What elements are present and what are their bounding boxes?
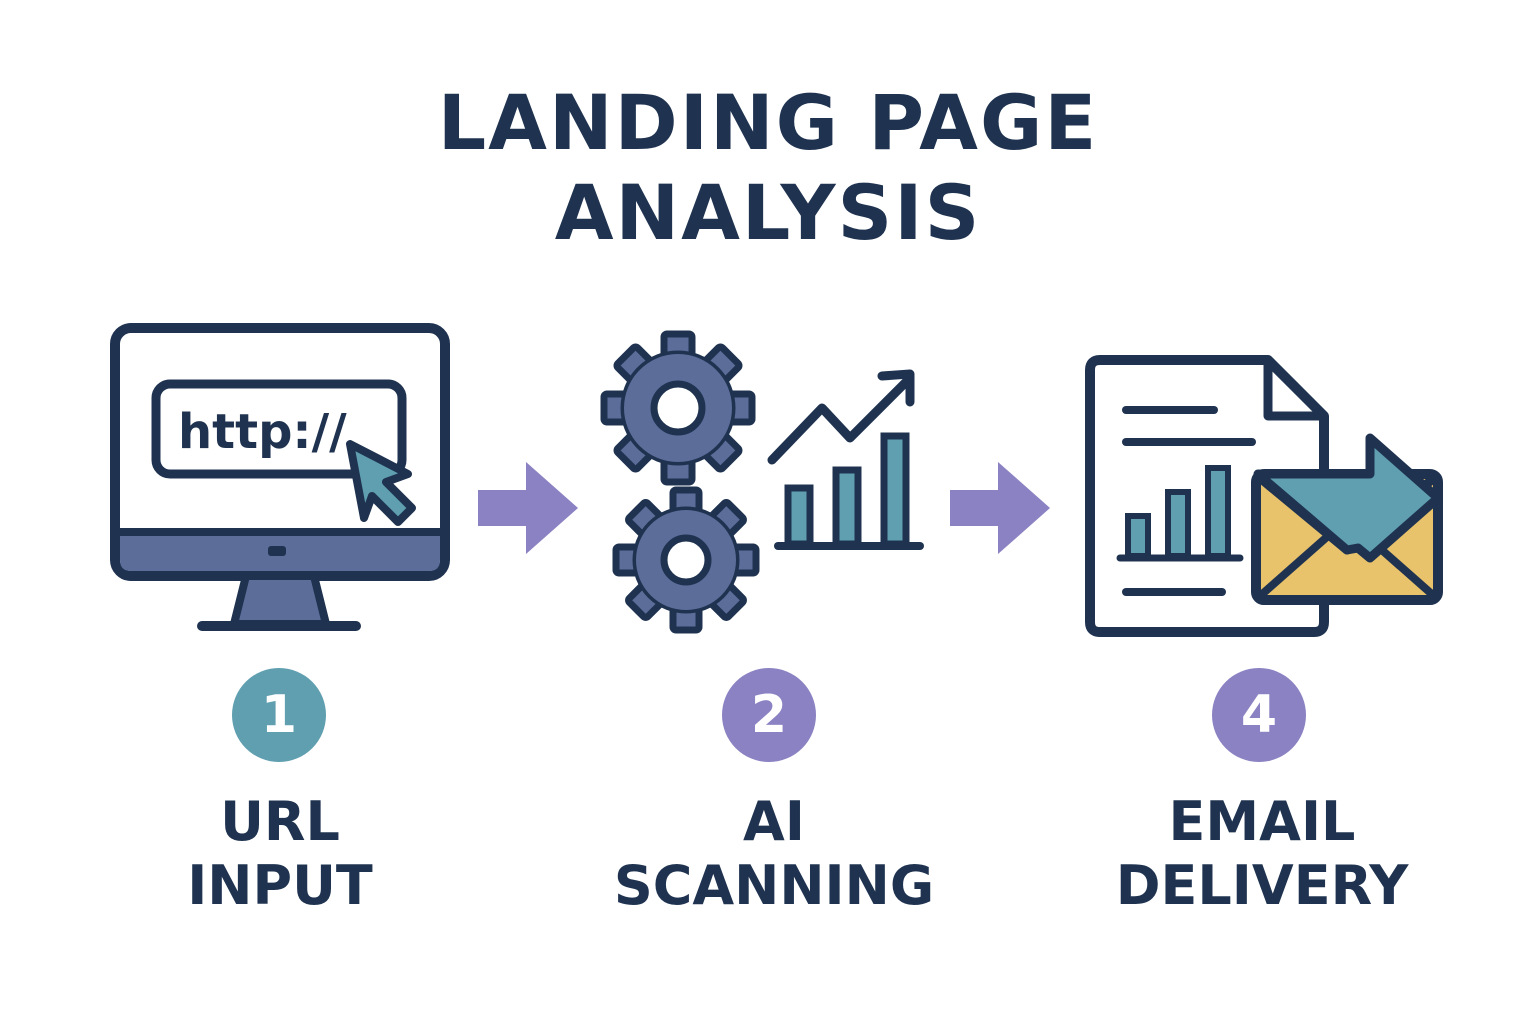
step-4-label-line-2: DELIVERY [1115,854,1409,917]
step-1-label-line-1: URL [220,790,340,853]
diagram-title: LANDING PAGE ANALYSIS [0,78,1536,258]
title-line-1: LANDING PAGE [437,78,1099,167]
step-2-badge: 2 [722,668,816,762]
arrow-right-icon [478,462,578,554]
title-line-2: ANALYSIS [554,168,982,257]
step-1-badge: 1 [232,668,326,762]
step-1-label-line-2: INPUT [187,854,373,917]
url-text: http:// [178,404,347,460]
step-1-label: URL INPUT [70,790,490,918]
step-4-label: EMAIL DELIVERY [1052,790,1472,918]
monitor-url-icon: http:// [110,323,450,631]
step-2-label-line-1: AI [743,790,805,853]
step-2-label-line-2: SCANNING [613,854,935,917]
gear-icon [612,486,760,634]
arrow-right-icon [950,462,1050,554]
step-4-badge: 4 [1212,668,1306,762]
step-2-label: AI SCANNING [564,790,984,918]
cursor-icon [346,440,416,526]
trend-chart-icon [767,369,924,550]
step-4-label-line-1: EMAIL [1168,790,1356,853]
gear-icon [600,330,756,486]
send-arrow-icon [1253,433,1443,563]
report-email-icon [1085,355,1443,637]
gears-chart-icon [600,330,924,634]
